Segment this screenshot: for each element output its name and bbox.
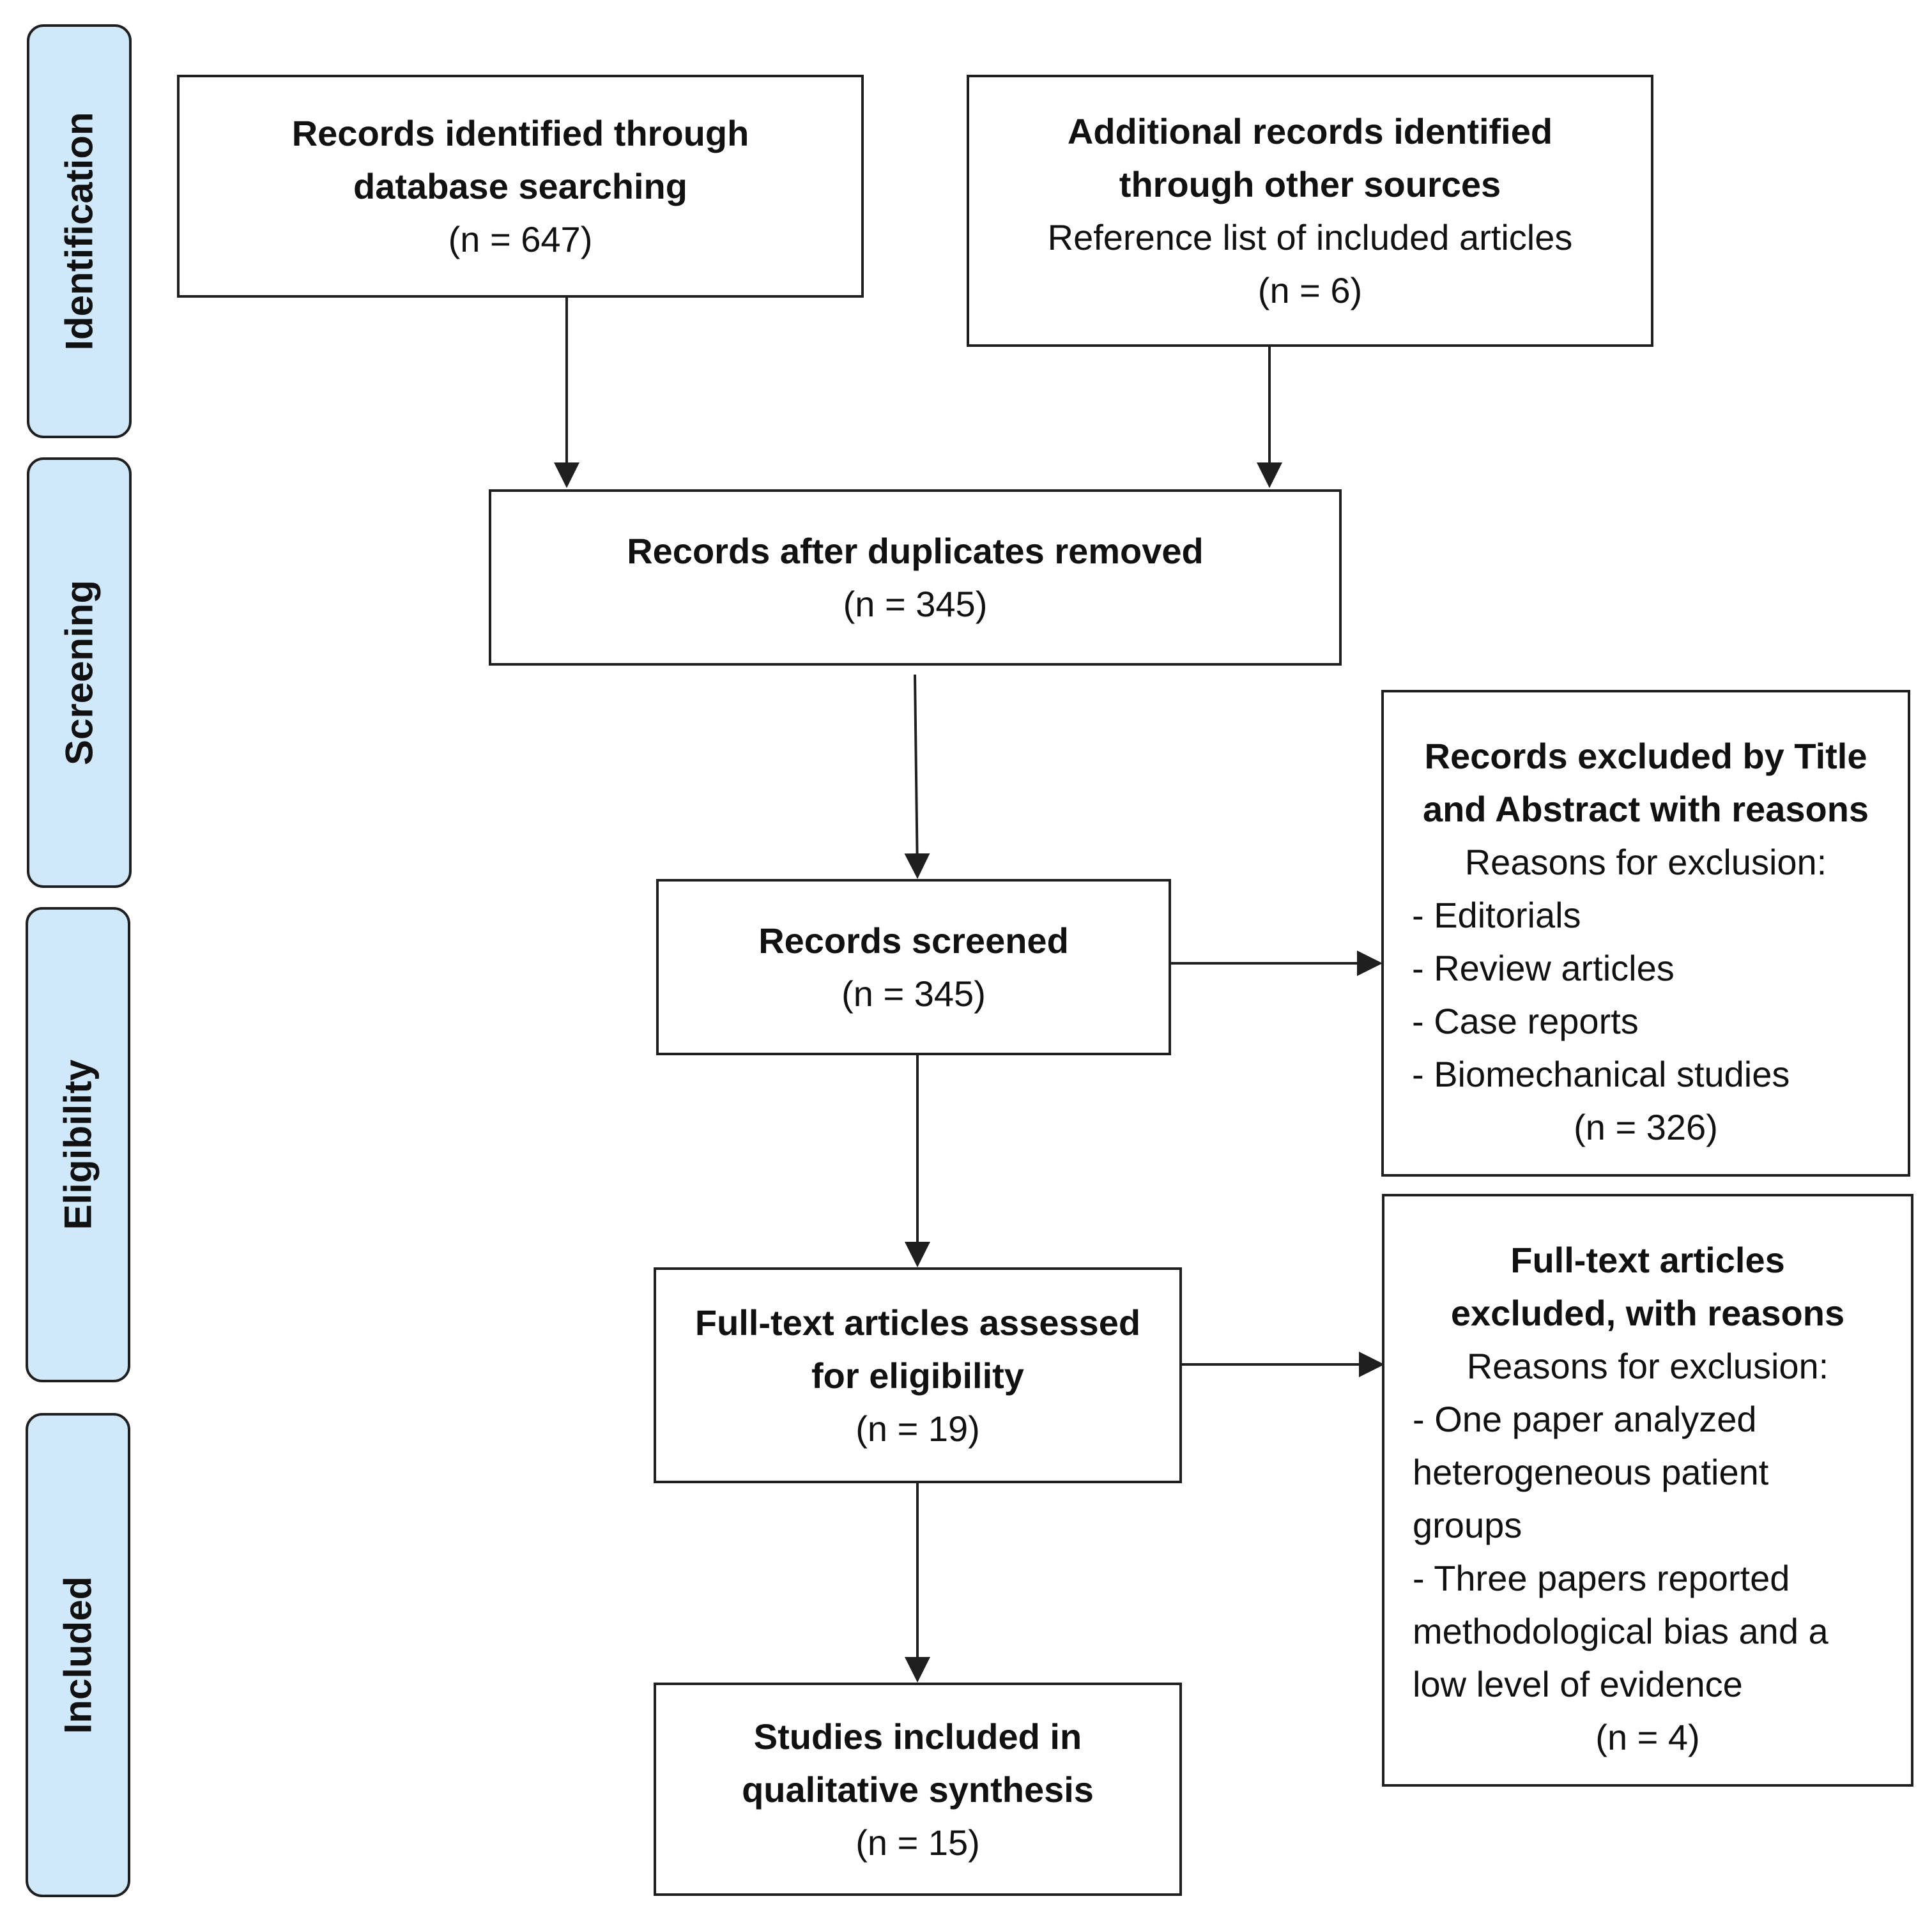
exclusion-reason-line: groups [1413, 1505, 1522, 1545]
exclusion-reason-item: - Case reports [1412, 1001, 1639, 1041]
box-full-text-excluded-reasons: - One paper analyzed heterogeneous patie… [1384, 1393, 1911, 1711]
box-studies-included-title-1: Studies included in [753, 1716, 1082, 1757]
box-other-sources-title-2: through other sources [1119, 164, 1501, 204]
phase-screening: Screening [27, 457, 132, 888]
exclusion-reason-line: low level of evidence [1413, 1664, 1743, 1704]
box-full-text-assessed-title-2: for eligibility [811, 1355, 1024, 1396]
phase-eligibility: Eligibility [26, 907, 130, 1382]
box-full-text-excluded-title-2: excluded, with reasons [1450, 1293, 1845, 1333]
box-other-sources-sub: Reference list of included articles [1047, 217, 1573, 257]
box-excluded-title-abstract-title-1: Records excluded by Title [1424, 736, 1867, 776]
box-excluded-title-abstract-title-2: and Abstract with reasons [1422, 789, 1869, 829]
box-full-text-excluded-reasons-heading: Reasons for exclusion: [1466, 1346, 1829, 1386]
box-records-screened-count: (n = 345) [841, 973, 986, 1014]
exclusion-reason-item: - Editorials [1412, 895, 1581, 935]
box-database-records: Records identified through database sear… [177, 75, 864, 298]
box-full-text-excluded: Full-text articles excluded, with reason… [1382, 1194, 1913, 1787]
box-studies-included: Studies included in qualitative synthesi… [654, 1683, 1182, 1896]
box-other-sources-count: (n = 6) [1257, 270, 1363, 310]
box-records-screened-title: Records screened [758, 920, 1069, 961]
phase-included: Included [26, 1413, 130, 1897]
arrow-duplicates-to-screened [904, 674, 930, 879]
exclusion-reason-line: heterogeneous patient [1413, 1452, 1769, 1492]
box-records-screened: Records screened (n = 345) [656, 879, 1171, 1055]
box-duplicates-removed: Records after duplicates removed (n = 34… [489, 489, 1342, 666]
box-studies-included-count: (n = 15) [855, 1822, 980, 1863]
box-database-records-title-1: Records identified through [291, 113, 749, 153]
exclusion-reason-item: - Review articles [1412, 948, 1675, 988]
exclusion-reason-item: - Biomechanical studies [1412, 1054, 1790, 1094]
box-excluded-title-abstract-reasons: - Editorials - Review articles - Case re… [1384, 889, 1908, 1101]
box-full-text-assessed: Full-text articles assessed for eligibil… [654, 1267, 1182, 1483]
box-excluded-title-abstract-reasons-heading: Reasons for exclusion: [1464, 842, 1827, 882]
exclusion-reason-line: methodological bias and a [1413, 1611, 1828, 1651]
box-full-text-excluded-count: (n = 4) [1595, 1717, 1700, 1757]
exclusion-reason-line: - One paper analyzed [1413, 1399, 1757, 1439]
box-full-text-assessed-count: (n = 19) [855, 1408, 980, 1449]
exclusion-reason-line: - Three papers reported [1413, 1558, 1790, 1598]
box-other-sources: Additional records identified through ot… [967, 75, 1653, 347]
phase-identification: Identification [27, 24, 132, 438]
box-excluded-title-abstract: Records excluded by Title and Abstract w… [1381, 690, 1910, 1177]
box-duplicates-removed-count: (n = 345) [843, 584, 988, 624]
box-full-text-excluded-title-1: Full-text articles [1510, 1240, 1785, 1280]
box-excluded-title-abstract-count: (n = 326) [1574, 1107, 1718, 1147]
box-full-text-assessed-title-1: Full-text articles assessed [694, 1302, 1141, 1343]
box-studies-included-title-2: qualitative synthesis [742, 1769, 1094, 1810]
box-database-records-count: (n = 647) [448, 219, 593, 259]
box-duplicates-removed-title: Records after duplicates removed [627, 531, 1204, 571]
box-database-records-title-2: database searching [353, 166, 687, 206]
box-other-sources-title-1: Additional records identified [1067, 111, 1553, 151]
